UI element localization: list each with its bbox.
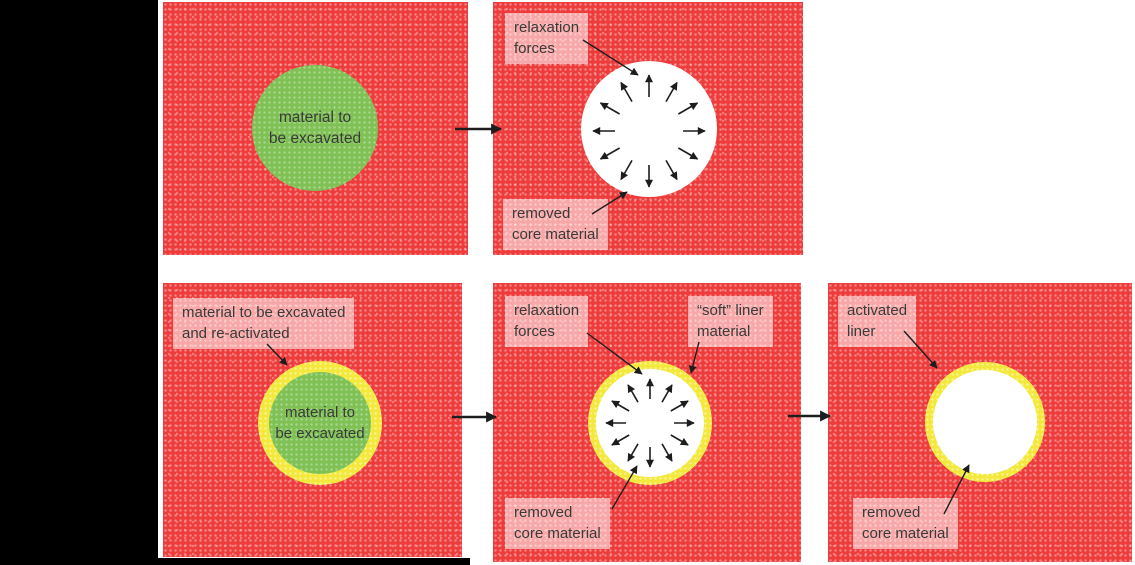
soft-liner-ring: material to be excavated (258, 361, 382, 485)
relaxation-forces-label: relaxation forces (505, 13, 589, 64)
activated-liner-label: activated liner (838, 296, 917, 347)
excavation-core-circle: material to be excavated (269, 372, 371, 474)
panel-liner-planned: material to be excavated material to be … (163, 283, 462, 557)
excavated-hole-circle (933, 370, 1037, 474)
panel-activated-liner: activated liner removed core material (828, 283, 1132, 562)
page-edge-left (0, 0, 158, 565)
excavated-hole-circle (581, 61, 717, 197)
panel-initial-ground: material to be excavated (163, 2, 468, 255)
panel-liner-relaxation: relaxation forces “soft” liner material … (493, 283, 801, 562)
page-edge-bottom (0, 558, 470, 565)
removed-core-material-label: removed core material (503, 199, 608, 250)
excavated-hole-circle (596, 369, 704, 477)
removed-core-material-label: removed core material (505, 498, 610, 549)
relaxation-forces-label: relaxation forces (505, 296, 589, 347)
excavation-core-label: material to be excavated (275, 404, 365, 442)
activated-liner-ring (925, 362, 1045, 482)
soft-liner-material-label: “soft” liner material (688, 296, 773, 347)
removed-core-material-label: removed core material (853, 498, 958, 549)
excavation-core-circle: material to be excavated (252, 65, 378, 191)
excavation-core-label: material to be excavated (268, 109, 362, 147)
material-reactivated-label: material to be excavated and re-activate… (173, 298, 355, 349)
soft-liner-ring (588, 361, 712, 485)
panel-excavated-relaxation: relaxation forces removed core material (493, 2, 803, 255)
